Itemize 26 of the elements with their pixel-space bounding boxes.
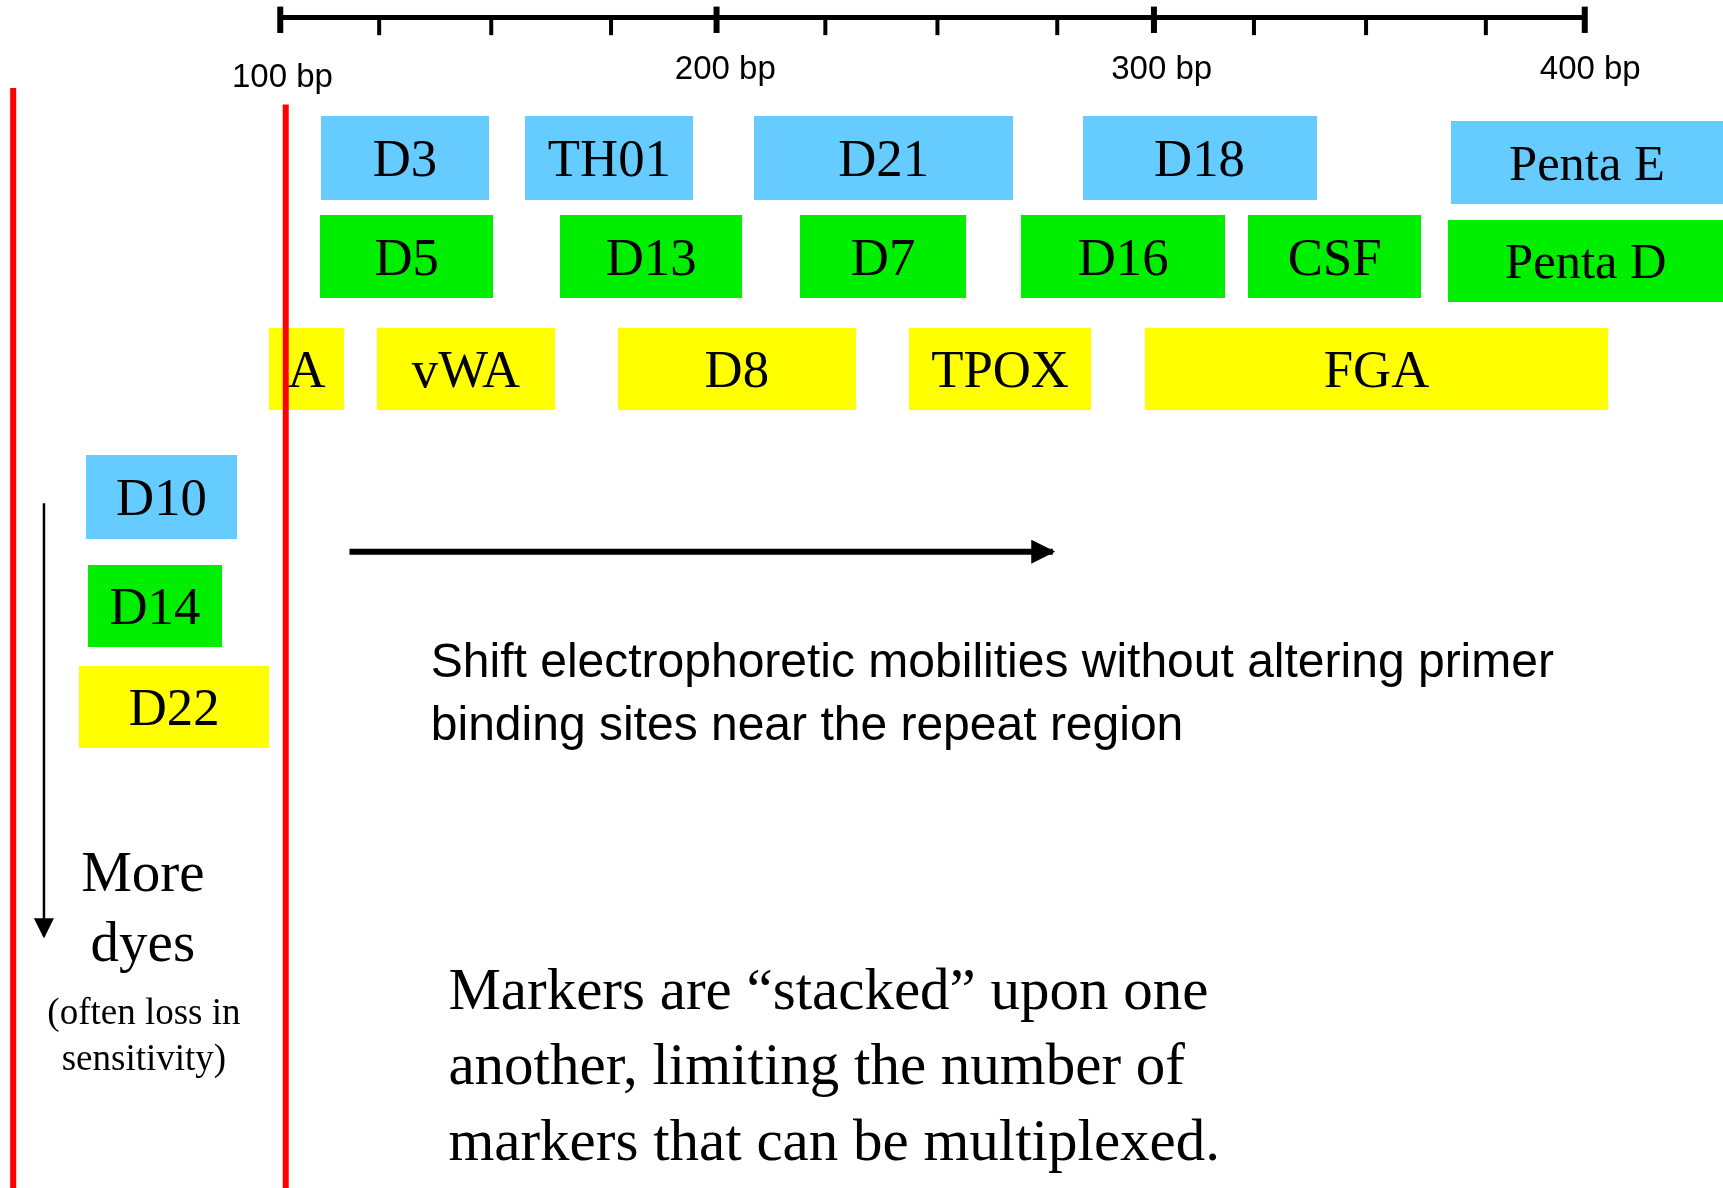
- marker-box: D3: [320, 116, 490, 200]
- marker-box: D14: [87, 564, 222, 648]
- marker-box: D7: [800, 215, 966, 298]
- axis-label: 300 bp: [1111, 49, 1213, 88]
- note-text: Shift electrophoretic mobilities without altering primer binding sites near the repeat region: [430, 632, 1555, 752]
- marker-box: D16: [1020, 215, 1226, 298]
- marker-box: D22: [79, 666, 270, 749]
- axis-label: 400 bp: [1539, 49, 1641, 88]
- marker-box: D10: [85, 455, 238, 539]
- marker-box: D13: [560, 215, 742, 298]
- marker-box: D21: [753, 116, 1014, 200]
- marker-box: vWA: [376, 327, 555, 410]
- marker-box: Penta D: [1448, 219, 1723, 303]
- marker-box: TPOX: [908, 327, 1092, 410]
- marker-box: D5: [319, 215, 494, 298]
- marker-box: FGA: [1145, 327, 1608, 410]
- axis-label: 100 bp: [231, 57, 333, 96]
- marker-box: Penta E: [1450, 120, 1723, 205]
- axis-label: 200 bp: [674, 49, 776, 88]
- note-text: More dyes: [80, 839, 206, 975]
- note-text: Markers are “stacked” upon one another, limiting the number of markers that can be multiplexed.: [448, 954, 1222, 1175]
- marker-box: CSF: [1248, 215, 1421, 298]
- marker-box: D18: [1082, 116, 1317, 200]
- marker-box: TH01: [525, 116, 694, 200]
- note-text: (often loss in sensitivity): [46, 990, 242, 1081]
- marker-box: D8: [617, 327, 857, 410]
